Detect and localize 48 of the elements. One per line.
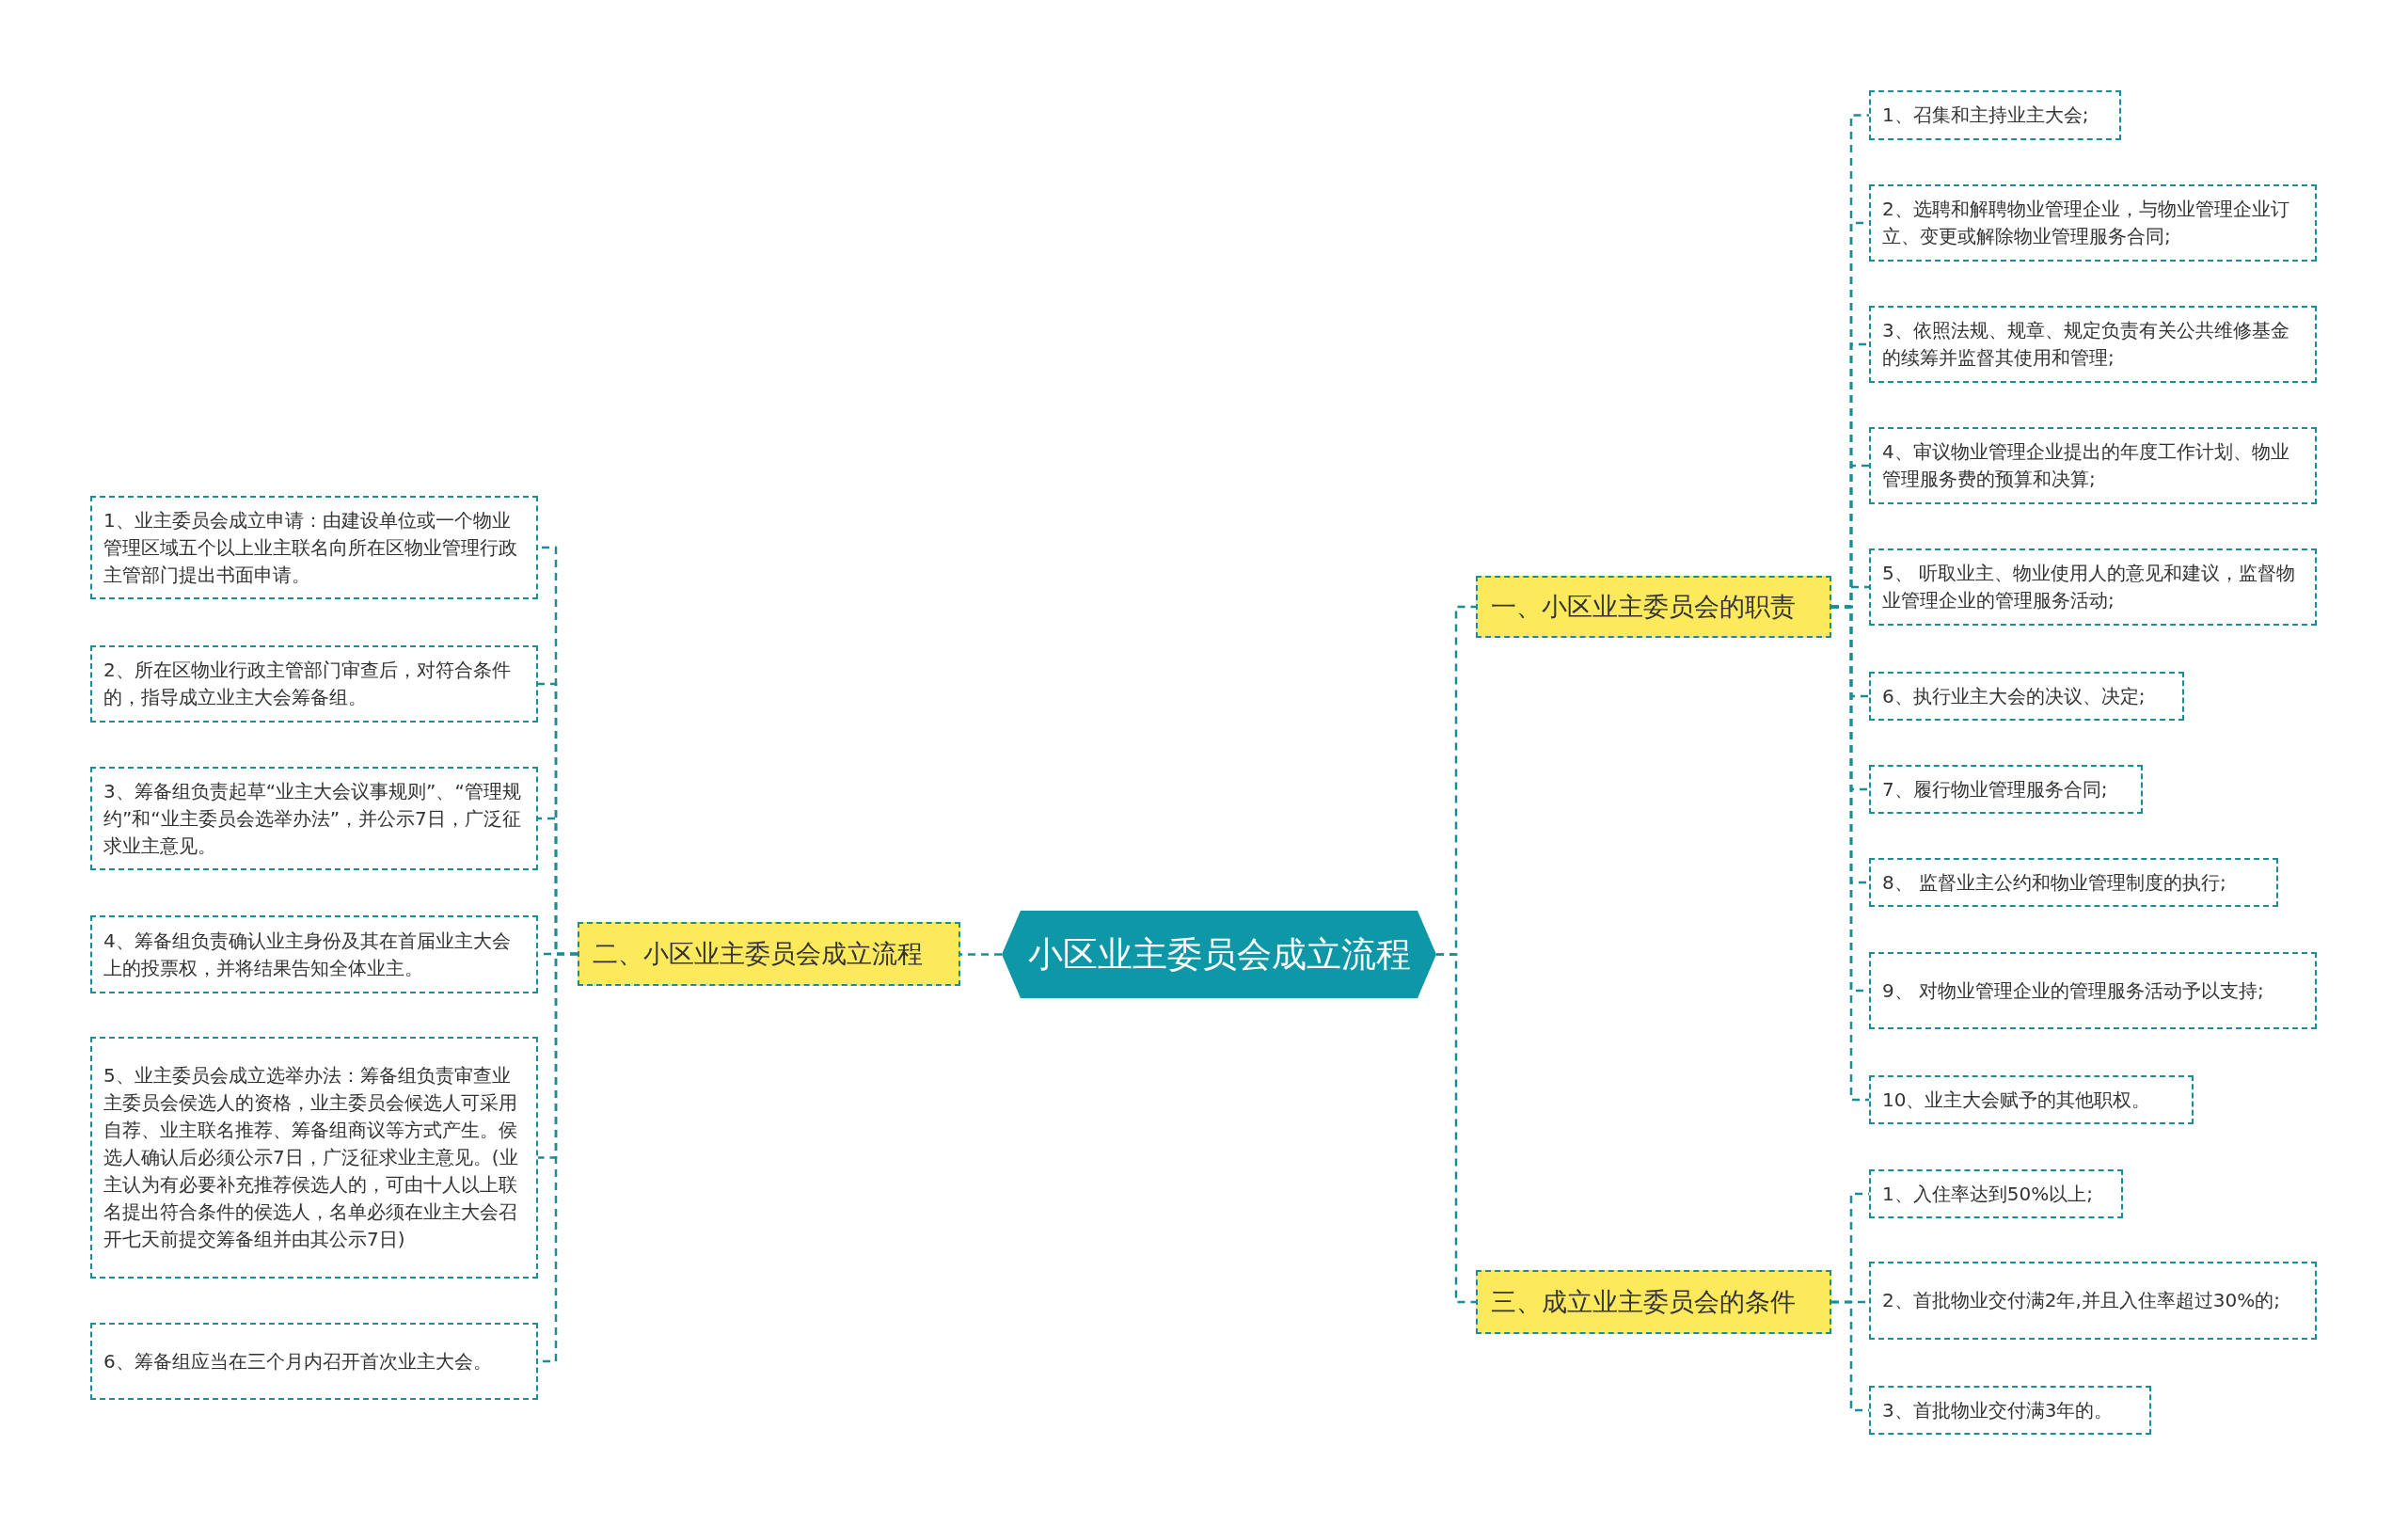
- topic-text: 1、入住率达到50%以上;: [1882, 1181, 2093, 1207]
- topic-text: 6、执行业主大会的决议、决定;: [1882, 683, 2146, 709]
- topic-text: 7、履行物业管理服务合同;: [1882, 776, 2108, 802]
- topic-text: 2、所在区物业行政主管部门审查后，对符合条件的，指导成立业主大会筹备组。: [103, 658, 512, 710]
- subtopic-box: [1869, 90, 2121, 140]
- subtopic-box: [1869, 548, 2317, 626]
- subtopic-box: [90, 767, 538, 870]
- subtopic-box: [1869, 672, 2184, 721]
- topic-text: 二、小区业主委员会成立流程: [593, 938, 923, 970]
- subtopic-box: [90, 496, 538, 599]
- subtopic-box: [90, 1323, 538, 1400]
- topic-text: 2、首批物业交付满2年,并且入住率超过30%的;: [1882, 1288, 2280, 1313]
- central-topic-hexagon: [1002, 911, 1436, 998]
- topic-box: [578, 922, 960, 986]
- topic-text: 5、 听取业主、物业使用人的意见和建议，监督物业管理企业的管理服务活动;: [1882, 561, 2297, 613]
- topic-text: 10、业主大会赋予的其他职权。: [1882, 1087, 2151, 1113]
- subtopic-box: [1869, 306, 2317, 383]
- topic-text: 3、首批物业交付满3年的。: [1882, 1397, 2114, 1423]
- topic-text: 三、成立业主委员会的条件: [1491, 1286, 1796, 1318]
- subtopic-box: [1869, 1075, 2194, 1124]
- central-topic-text: 小区业主委员会成立流程: [1027, 932, 1411, 977]
- topic-text: 5、业主委员会成立选举办法：筹备组负责审查业主委员会侯选人的资格，业主委员会候选人可采用自荐、业主联名推荐、筹备组商议等方式产生。侯选人确认后必须公示7日，广泛征求业主意见。(业主认为有必要补充推荐侯选人的，可由十人以上联名提出符合条件的侯选人，名单必须在业主大会召开七天前提交筹备组并由其公示7日): [103, 1063, 519, 1252]
- subtopic-box: [1869, 184, 2317, 262]
- topic-text: 1、业主委员会成立申请：由建设单位或一个物业管理区域五个以上业主联名向所在区物业管理行政主管部门提出书面申请。: [103, 507, 518, 588]
- topic-text: 4、审议物业管理企业提出的年度工作计划、物业管理服务费的预算和决算;: [1882, 439, 2290, 492]
- subtopic-box: [1869, 858, 2278, 907]
- topic-text: 9、 对物业管理企业的管理服务活动予以支持;: [1882, 977, 2264, 1004]
- topic-text: 2、选聘和解聘物业管理企业，与物业管理企业订立、变更或解除物业管理服务合同;: [1882, 197, 2290, 249]
- subtopic-box: [1869, 1169, 2123, 1218]
- connector-line: [1436, 953, 1476, 1304]
- subtopic-box: [1869, 1386, 2151, 1435]
- topic-text: 3、筹备组负责起草“业主大会议事规则”、“管理规约”和“业主委员会选举办法”，并公示7日，广泛征求业主意见。: [103, 778, 522, 859]
- subtopic-box: [90, 1037, 538, 1279]
- subtopic-box: [90, 915, 538, 993]
- subtopic-box: [90, 645, 538, 723]
- topic-box: [1476, 1270, 1831, 1334]
- topic-box: [1476, 576, 1831, 638]
- subtopic-box: [1869, 765, 2143, 814]
- topic-text: 1、召集和主持业主大会;: [1882, 103, 2089, 128]
- connector-line: [960, 953, 1002, 956]
- subtopic-box: [1869, 952, 2317, 1029]
- subtopic-box: [1869, 1262, 2317, 1340]
- topic-text: 3、依照法规、规章、规定负责有关公共维修基金的续筹并监督其使用和管理;: [1882, 318, 2290, 371]
- topic-text: 4、筹备组负责确认业主身份及其在首届业主大会上的投票权，并将结果告知全体业主。: [103, 928, 512, 981]
- subtopic-box: [1869, 427, 2317, 504]
- topic-text: 8、 监督业主公约和物业管理制度的执行;: [1882, 869, 2226, 896]
- topic-text: 一、小区业主委员会的职责: [1491, 591, 1796, 623]
- topic-text: 6、筹备组应当在三个月内召开首次业主大会。: [103, 1348, 492, 1374]
